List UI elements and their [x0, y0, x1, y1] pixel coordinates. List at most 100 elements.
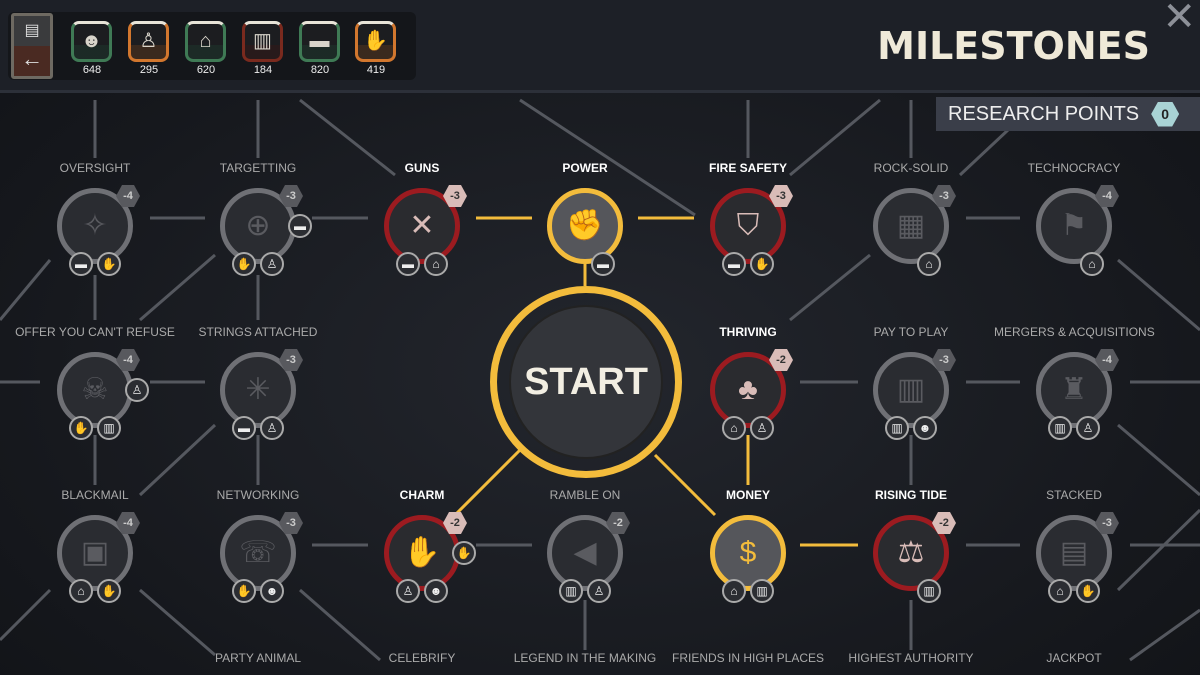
- milestone-label: ROCK-SOLID: [873, 161, 949, 175]
- milestone-fire-safety[interactable]: FIRE SAFETY⛉-3▬✋: [668, 160, 828, 276]
- resource-industry[interactable]: ⌂620: [185, 21, 227, 76]
- cash-stack-icon: ▤: [1059, 536, 1089, 569]
- megaphone-icon: ◀: [573, 536, 597, 569]
- milestone-technocracy[interactable]: TECHNOCRACY⚑-4⌂: [994, 160, 1154, 276]
- resource-population[interactable]: ☻648: [71, 21, 113, 76]
- milestone-circle[interactable]: ✧-4: [57, 185, 140, 264]
- cost-badge: -3: [932, 185, 956, 207]
- milestone-label: RISING TIDE: [874, 488, 947, 502]
- milestone-targetting[interactable]: TARGETTING⊕-3✋♙▬: [178, 160, 338, 276]
- resource-value: 820: [310, 64, 330, 76]
- resource-value: 620: [196, 64, 216, 76]
- milestone-stacked[interactable]: STACKED▤-3⌂✋: [994, 487, 1154, 603]
- resource-military[interactable]: ▬820: [299, 21, 341, 76]
- milestone-circle[interactable]: ♣-2: [710, 349, 793, 428]
- milestone-circle[interactable]: ⛉-3: [710, 185, 793, 264]
- milestone-thriving[interactable]: THRIVING♣-2⌂♙: [668, 324, 828, 440]
- back-arrow-icon: ←: [21, 46, 43, 71]
- milestone-ramble-on[interactable]: RAMBLE ON◀-2▥♙: [505, 487, 665, 603]
- start-node[interactable]: START: [490, 286, 682, 478]
- milestone-charm[interactable]: CHARM✋-2♙☻✋: [342, 487, 502, 603]
- milestone-circle[interactable]: ▤ -3: [1036, 512, 1119, 591]
- podium-icon: ♙: [750, 416, 774, 440]
- resource-value: 184: [253, 64, 273, 76]
- fist-icon: ✊: [566, 209, 604, 242]
- milestone-offer-you-can-t-refuse[interactable]: OFFER YOU CAN'T REFUSE☠-4✋▥♙: [15, 324, 175, 440]
- milestone-circle[interactable]: ✕-3: [384, 185, 467, 264]
- milestone-circle[interactable]: ▣-4: [57, 512, 140, 591]
- milestone-circle[interactable]: ☏-3: [220, 512, 303, 591]
- milestone-blackmail[interactable]: BLACKMAIL▣-4⌂✋: [15, 487, 175, 603]
- cost-badge: -2: [932, 512, 956, 534]
- handshake-icon: ✋: [97, 579, 121, 603]
- milestone-jackpot[interactable]: JACKPOT: [994, 650, 1154, 666]
- close-icon[interactable]: ✕: [1162, 0, 1196, 39]
- milestone-celebrify[interactable]: CELEBRIFY: [342, 650, 502, 666]
- back-button[interactable]: ▤←: [11, 13, 53, 79]
- milestone-money[interactable]: MONEY$⌂▥: [668, 487, 828, 603]
- milestone-label: THRIVING: [719, 325, 777, 339]
- milestone-circle[interactable]: ⚖ -2: [873, 512, 956, 591]
- tank-icon: ▬: [396, 252, 420, 276]
- milestone-circle[interactable]: ▦ -3: [873, 185, 956, 264]
- milestone-label: JACKPOT: [1046, 651, 1102, 665]
- podium-icon: ♙: [587, 579, 611, 603]
- milestone-circle[interactable]: ⚑-4: [1036, 185, 1119, 264]
- chart-icon: ▥: [750, 579, 774, 603]
- research-points-label: RESEARCH POINTS: [948, 102, 1140, 125]
- crosshair-icon: ⊕: [245, 209, 271, 242]
- milestone-circle[interactable]: ✊: [547, 188, 623, 264]
- resource-economy[interactable]: ▥184: [242, 21, 284, 76]
- research-points-value: 0: [1151, 101, 1180, 127]
- people-icon: ☻: [424, 579, 448, 603]
- resource-diplomacy[interactable]: ✋419: [355, 21, 397, 76]
- milestone-party-animal[interactable]: PARTY ANIMAL: [178, 650, 338, 666]
- cost-badge: -3: [1095, 512, 1119, 534]
- milestone-strings-attached[interactable]: STRINGS ATTACHED✳-3▬♙: [178, 324, 338, 440]
- chart-icon: ▥: [559, 579, 583, 603]
- milestone-label: MONEY: [725, 488, 770, 502]
- milestone-mergers-acquisitions[interactable]: MERGERS & ACQUISITIONS♜-4▥♙: [994, 324, 1155, 440]
- milestone-circle[interactable]: ✋-2: [384, 512, 467, 591]
- tank-icon: ▬: [722, 252, 746, 276]
- milestone-circle[interactable]: ✳-3: [220, 349, 303, 428]
- milestone-circle[interactable]: ⊕-3: [220, 185, 303, 264]
- web-icon: ✳: [245, 373, 271, 406]
- start-label: START: [509, 305, 663, 459]
- cost-badge: -3: [932, 349, 956, 371]
- milestone-networking[interactable]: NETWORKING☏-3✋☻: [178, 487, 338, 603]
- handshake-icon: ✋: [1076, 579, 1100, 603]
- milestone-legend-in-the-making[interactable]: LEGEND IN THE MAKING: [505, 650, 665, 666]
- podium-icon: ♙: [1076, 416, 1100, 440]
- brick-wall-icon: ▦: [896, 209, 926, 242]
- milestone-oversight[interactable]: OVERSIGHT✧-4▬✋: [15, 160, 175, 276]
- milestone-guns[interactable]: GUNS✕-3▬⌂: [342, 160, 502, 276]
- milestone-highest-authority[interactable]: HIGHEST AUTHORITY: [831, 650, 991, 666]
- milestone-power[interactable]: POWER✊▬: [505, 160, 665, 276]
- podium-icon: ♙: [128, 21, 169, 62]
- crossed-rifles-icon: ✕: [409, 209, 435, 242]
- milestone-friends-in-high-places[interactable]: FRIENDS IN HIGH PLACES: [668, 650, 828, 666]
- scales-icon: ⚖: [897, 536, 925, 569]
- milestone-circle[interactable]: ☠-4: [57, 349, 140, 428]
- clipboard-icon: ▤: [24, 22, 40, 39]
- resource-politics[interactable]: ♙295: [128, 21, 170, 76]
- milestone-label: HIGHEST AUTHORITY: [848, 651, 974, 665]
- handshake-icon: ✋: [97, 252, 121, 276]
- milestone-pay-to-play[interactable]: PAY TO PLAY▥-3▥☻: [831, 324, 991, 440]
- cost-badge: -2: [606, 512, 630, 534]
- milestone-rock-solid[interactable]: ROCK-SOLID▦-3⌂: [831, 160, 991, 276]
- handshake-icon: ✋: [232, 252, 256, 276]
- milestone-label: CELEBRIFY: [388, 651, 456, 665]
- milestone-circle[interactable]: $: [710, 515, 786, 591]
- milestone-rising-tide[interactable]: RISING TIDE⚖-2▥: [831, 487, 991, 603]
- milestone-circle[interactable]: ♜-4: [1036, 349, 1119, 428]
- milestone-label: NETWORKING: [216, 488, 300, 502]
- milestone-circle[interactable]: ▥-3: [873, 349, 956, 428]
- research-points-badge: RESEARCH POINTS 0: [936, 97, 1200, 131]
- cost-badge: -4: [1095, 349, 1119, 371]
- handshake-icon: ✋: [232, 579, 256, 603]
- podium-icon: ♙: [260, 416, 284, 440]
- milestone-label: TARGETTING: [219, 161, 297, 175]
- milestone-circle[interactable]: ◀ -2: [547, 512, 630, 591]
